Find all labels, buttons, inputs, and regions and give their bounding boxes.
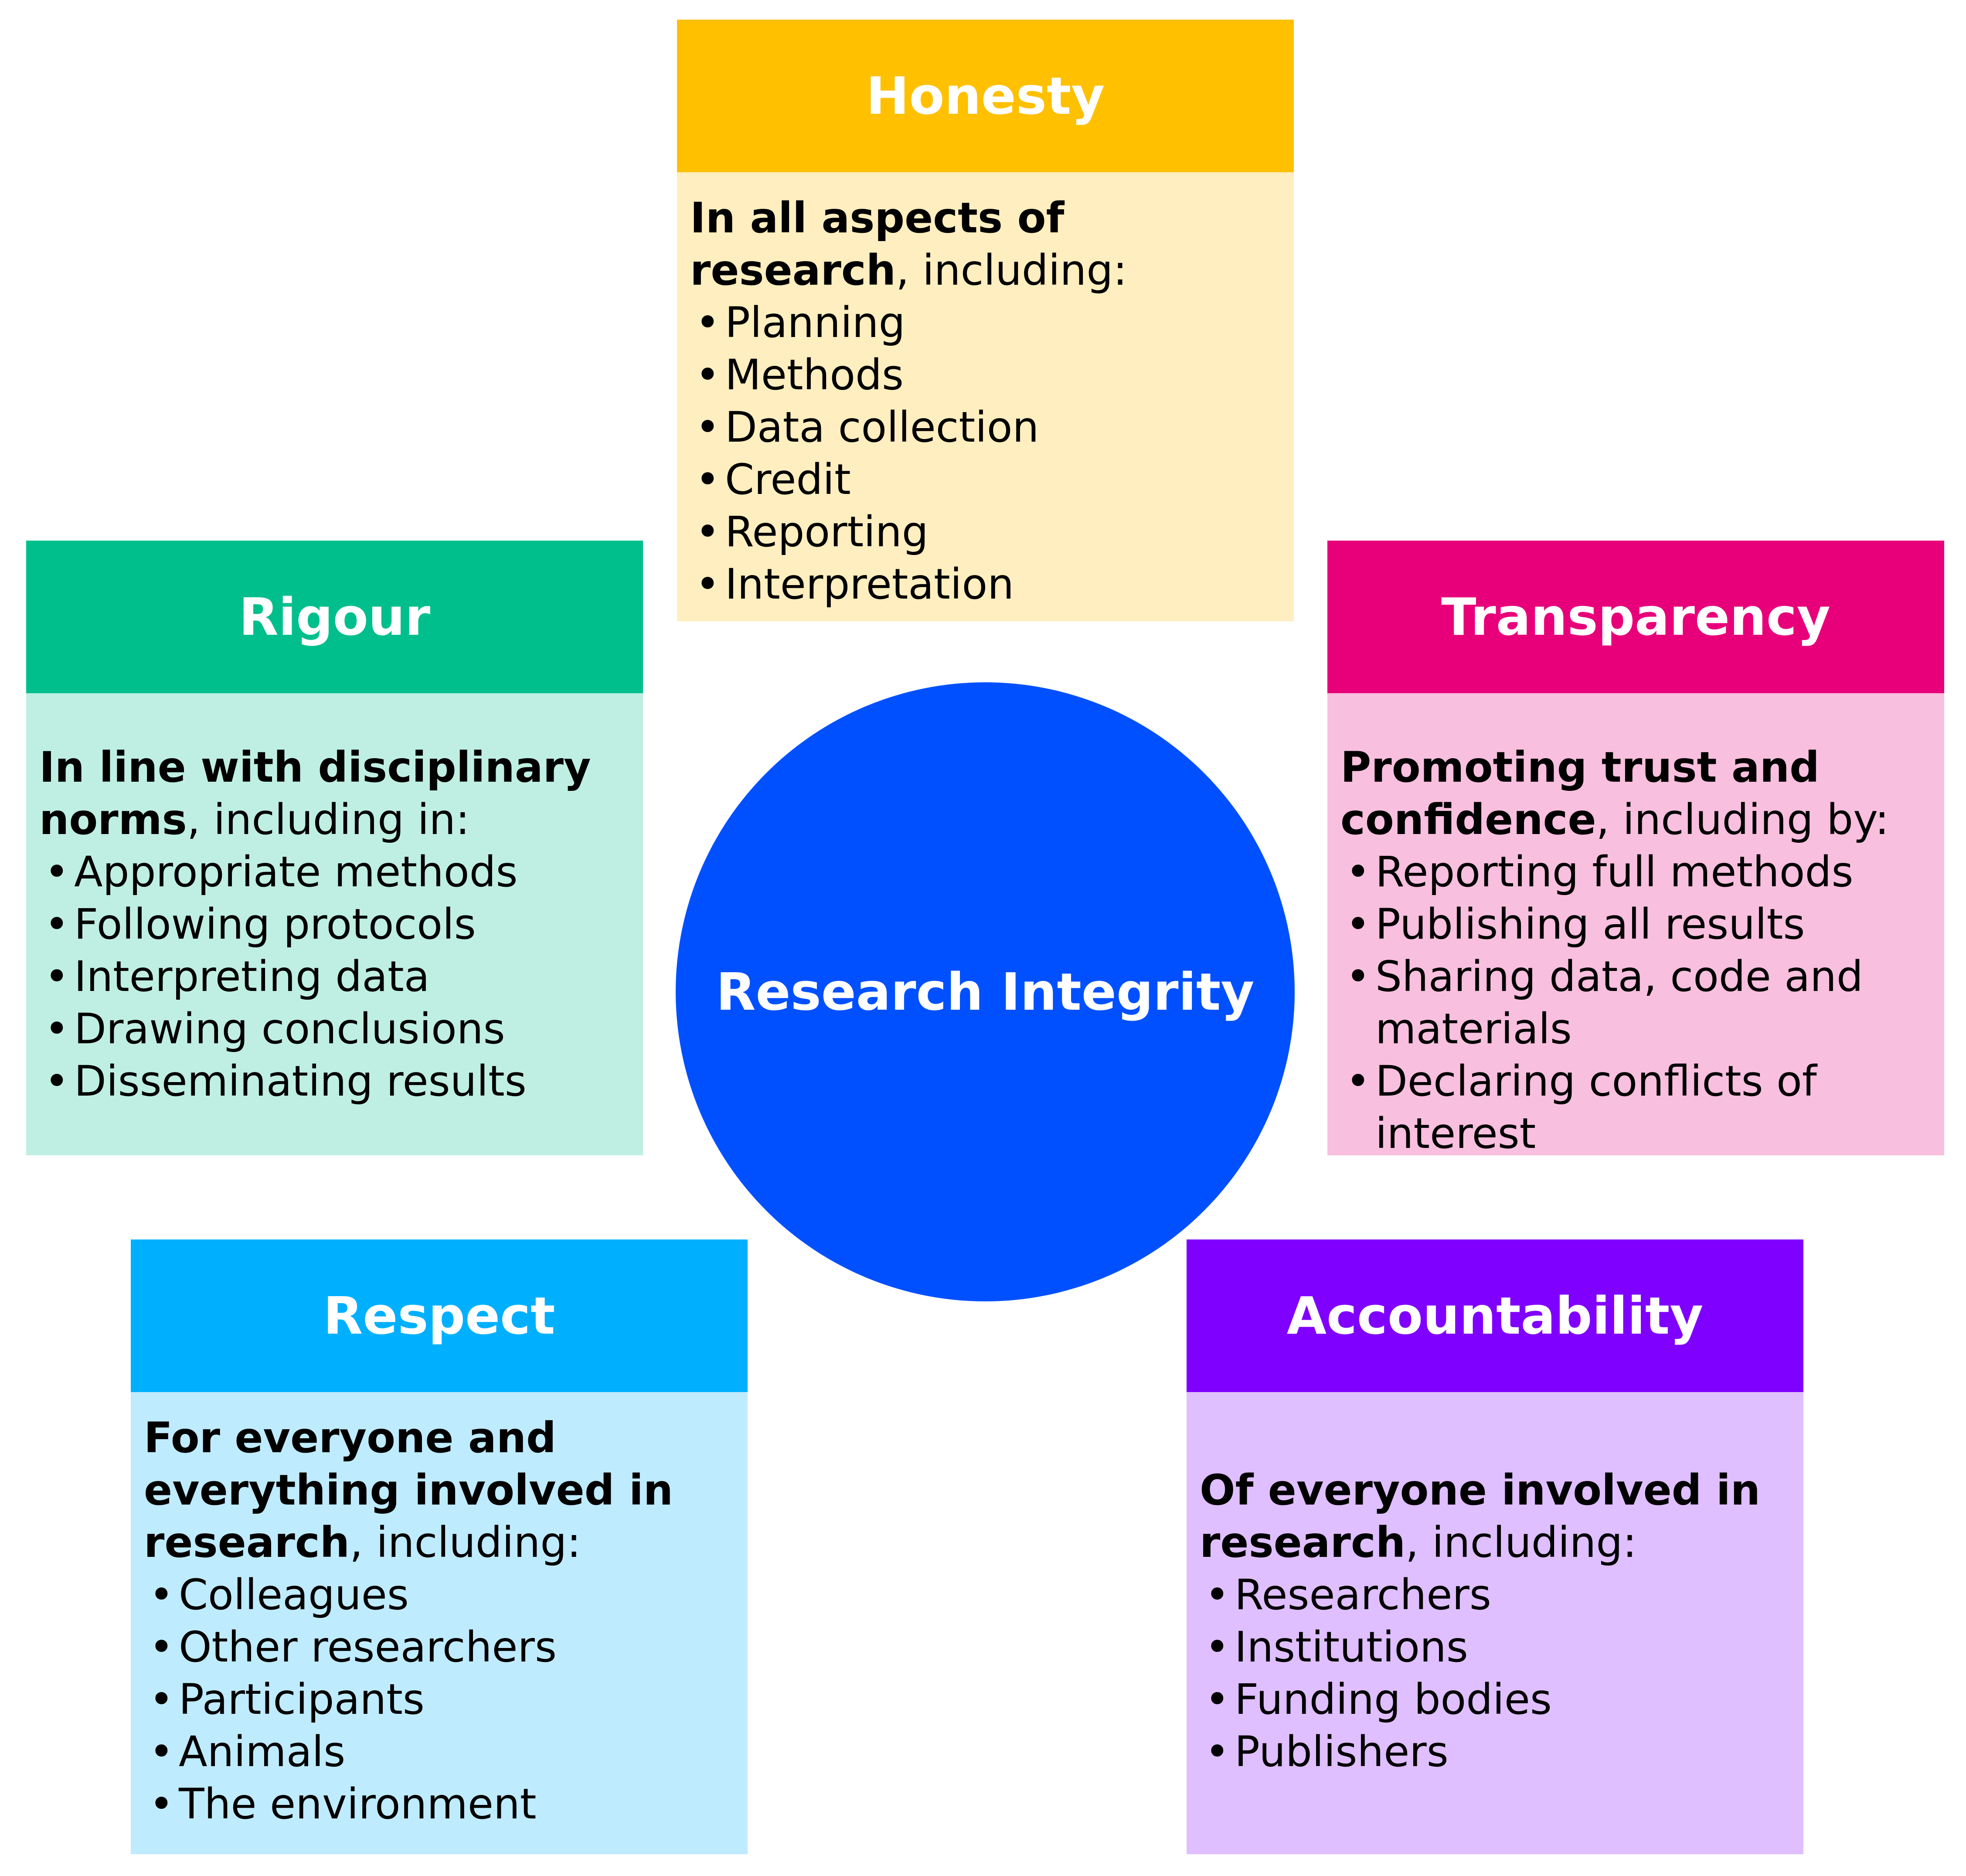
transparency-intro-bold: Promoting trust and confidence <box>1340 743 1820 844</box>
list-item: Colleagues <box>144 1569 735 1621</box>
respect-intro: For everyone and everything involved in … <box>144 1412 735 1569</box>
list-item: Data collection <box>690 401 1281 453</box>
accountability-header: Accountability <box>1187 1239 1803 1392</box>
transparency-intro-rest: , including by: <box>1596 795 1889 844</box>
list-item: Appropriate methods <box>39 846 630 898</box>
list-item: Reporting full methods <box>1340 846 1931 898</box>
respect-intro-rest: , including: <box>350 1518 581 1567</box>
research-integrity-circle: Research Integrity <box>676 682 1295 1301</box>
list-item: Institutions <box>1200 1621 1790 1673</box>
accountability-body: Of everyone involved in research, includ… <box>1187 1392 1803 1854</box>
rigour-header: Rigour <box>26 541 643 693</box>
list-item: Drawing conclusions <box>39 1003 630 1055</box>
list-item: Planning <box>690 296 1281 349</box>
list-item: Following protocols <box>39 898 630 950</box>
list-item: Participants <box>144 1673 735 1726</box>
list-item: Researchers <box>1200 1569 1790 1621</box>
center-label: Research Integrity <box>716 962 1255 1022</box>
transparency-card: Transparency Promoting trust and confide… <box>1327 541 1944 1158</box>
honesty-body: In all aspects of research, including: P… <box>677 172 1294 621</box>
honesty-card: Honesty In all aspects of research, incl… <box>677 20 1294 621</box>
list-item: The environment <box>144 1778 735 1830</box>
rigour-list: Appropriate methods Following protocols … <box>39 846 630 1107</box>
transparency-header: Transparency <box>1327 541 1944 693</box>
accountability-list: Researchers Institutions Funding bodies … <box>1200 1569 1790 1778</box>
honesty-title: Honesty <box>866 66 1105 126</box>
honesty-intro-rest: , including: <box>896 246 1127 295</box>
accountability-intro-bold: Of everyone involved in research <box>1200 1466 1761 1567</box>
transparency-body: Promoting trust and confidence, includin… <box>1327 693 1944 1158</box>
respect-header: Respect <box>131 1239 748 1392</box>
list-item: Methods <box>690 349 1281 401</box>
rigour-intro: In line with disciplinary norms, includi… <box>39 741 630 846</box>
honesty-intro-bold: In all aspects of research <box>690 194 1065 295</box>
transparency-title: Transparency <box>1441 587 1830 647</box>
list-item: Interpretation <box>690 558 1281 610</box>
list-item: Animals <box>144 1726 735 1778</box>
rigour-body: In line with disciplinary norms, includi… <box>26 693 643 1155</box>
list-item: Disseminating results <box>39 1055 630 1107</box>
respect-intro-bold: For everyone and everything involved in … <box>144 1413 673 1567</box>
list-item: Other researchers <box>144 1621 735 1673</box>
respect-list: Colleagues Other researchers Participant… <box>144 1569 735 1830</box>
rigour-intro-bold: In line with disciplinary norms <box>39 743 591 844</box>
respect-body: For everyone and everything involved in … <box>131 1392 748 1854</box>
list-item: Credit <box>690 453 1281 506</box>
list-item: Reporting <box>690 506 1281 558</box>
rigour-intro-rest: , including in: <box>187 795 470 844</box>
rigour-card: Rigour In line with disciplinary norms, … <box>26 541 643 1155</box>
accountability-title: Accountability <box>1286 1286 1704 1346</box>
list-item: Publishing all results <box>1340 898 1931 950</box>
list-item: Sharing data, code and materials <box>1340 950 1931 1055</box>
respect-card: Respect For everyone and everything invo… <box>131 1239 748 1854</box>
honesty-intro: In all aspects of research, including: <box>690 192 1281 296</box>
list-item: Publishers <box>1200 1726 1790 1778</box>
respect-title: Respect <box>323 1286 555 1346</box>
honesty-header: Honesty <box>677 20 1294 172</box>
rigour-title: Rigour <box>238 587 431 647</box>
transparency-list: Reporting full methods Publishing all re… <box>1340 846 1931 1160</box>
list-item: Interpreting data <box>39 950 630 1003</box>
accountability-intro: Of everyone involved in research, includ… <box>1200 1464 1790 1569</box>
accountability-card: Accountability Of everyone involved in r… <box>1187 1239 1803 1854</box>
list-item: Funding bodies <box>1200 1673 1790 1726</box>
honesty-list: Planning Methods Data collection Credit … <box>690 296 1281 610</box>
accountability-intro-rest: , including: <box>1405 1518 1637 1567</box>
transparency-intro: Promoting trust and confidence, includin… <box>1340 741 1931 846</box>
list-item: Declaring conflicts of interest <box>1340 1055 1931 1160</box>
